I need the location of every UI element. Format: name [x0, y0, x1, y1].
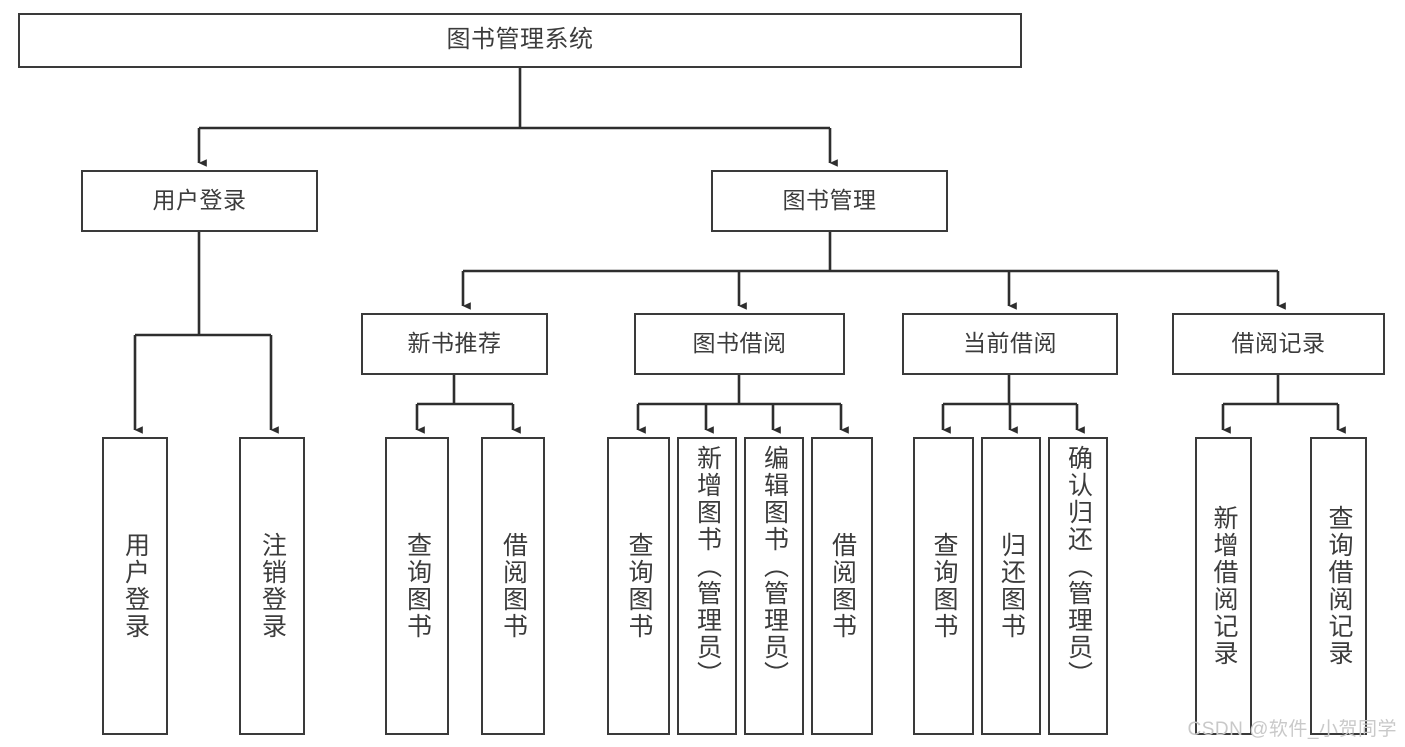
node-current-borrow[interactable]: 当前借阅: [902, 313, 1118, 375]
leaf-query-book-1-label: 查询图书: [403, 532, 432, 640]
node-book-management[interactable]: 图书管理: [711, 170, 948, 232]
leaf-query-book-3-label: 查询图书: [930, 532, 958, 640]
node-book-borrow[interactable]: 图书借阅: [634, 313, 845, 375]
node-borrow-record-label: 借阅记录: [1231, 330, 1326, 357]
leaf-user-login[interactable]: 用户登录: [102, 437, 168, 735]
leaf-logout-login[interactable]: 注销登录: [239, 437, 305, 735]
leaf-query-book-1[interactable]: 查询图书: [385, 437, 449, 735]
leaf-borrow-book-2-label: 借阅图书: [828, 532, 857, 640]
leaf-add-book[interactable]: 新增图书（管理员）: [677, 437, 737, 735]
node-user-login[interactable]: 用户登录: [81, 170, 318, 232]
leaf-edit-book[interactable]: 编辑图书（管理员）: [744, 437, 804, 735]
node-root-system[interactable]: 图书管理系统: [18, 13, 1022, 68]
leaf-borrow-book-1-label: 借阅图书: [499, 532, 528, 640]
leaf-add-record-label: 新增借阅记录: [1210, 505, 1238, 667]
leaf-query-record-label: 查询借阅记录: [1325, 505, 1353, 667]
node-user-login-label: 用户登录: [152, 187, 247, 214]
leaf-logout-login-label: 注销登录: [258, 532, 287, 640]
leaf-add-record[interactable]: 新增借阅记录: [1195, 437, 1252, 735]
leaf-confirm-return-label: 确认归还（管理员）: [1064, 445, 1093, 688]
leaf-return-book[interactable]: 归还图书: [981, 437, 1041, 735]
leaf-query-book-3[interactable]: 查询图书: [913, 437, 974, 735]
leaf-return-book-label: 归还图书: [997, 532, 1026, 640]
node-new-book-recommend[interactable]: 新书推荐: [361, 313, 548, 375]
leaf-add-book-label: 新增图书（管理员）: [693, 445, 722, 688]
watermark-text: CSDN @软件_小贺同学: [1187, 719, 1397, 740]
node-current-borrow-label: 当前借阅: [963, 330, 1057, 357]
leaf-edit-book-label: 编辑图书（管理员）: [760, 445, 789, 688]
node-borrow-record[interactable]: 借阅记录: [1172, 313, 1385, 375]
leaf-borrow-book-1[interactable]: 借阅图书: [481, 437, 545, 735]
node-root-system-label: 图书管理系统: [446, 26, 594, 54]
leaf-borrow-book-2[interactable]: 借阅图书: [811, 437, 873, 735]
leaf-confirm-return[interactable]: 确认归还（管理员）: [1048, 437, 1108, 735]
leaf-query-record[interactable]: 查询借阅记录: [1310, 437, 1367, 735]
node-new-book-recommend-label: 新书推荐: [407, 330, 502, 357]
node-book-management-label: 图书管理: [782, 187, 877, 214]
leaf-query-book-2[interactable]: 查询图书: [607, 437, 670, 735]
node-book-borrow-label: 图书借阅: [692, 330, 787, 357]
leaf-user-login-label: 用户登录: [121, 532, 150, 640]
leaf-query-book-2-label: 查询图书: [625, 532, 653, 640]
